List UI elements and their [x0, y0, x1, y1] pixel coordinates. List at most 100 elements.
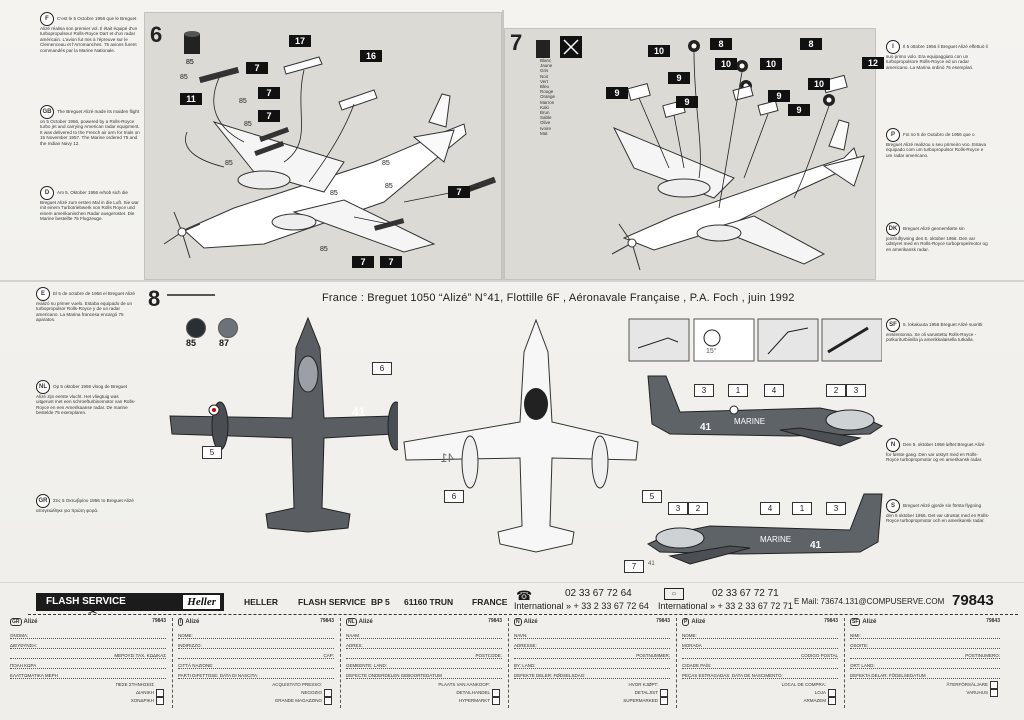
field-label: INDIRIZZO: — [178, 643, 202, 648]
lang-tag: N — [514, 618, 522, 626]
form-field[interactable]: NIMI: — [850, 630, 1000, 639]
form-field[interactable]: DEFEKTE DELER: FØDSELSDAG: — [514, 670, 670, 679]
form-field[interactable]: DEFEKTA DELAR: FÖDELSEDATUM — [850, 670, 1000, 679]
form-title: Alizé — [23, 619, 38, 625]
checkbox[interactable] — [660, 697, 668, 705]
form-field[interactable]: CODIGO POSTAL — [682, 650, 838, 659]
form-field[interactable]: ADRES: — [346, 640, 502, 649]
checkbox[interactable] — [828, 689, 836, 697]
color-name: Rouge — [540, 89, 554, 95]
form-field[interactable]: INDIRIZZO: — [178, 640, 334, 649]
paint-code: 85 — [186, 338, 197, 348]
lang-tag-gb: GB — [40, 105, 54, 119]
checkbox[interactable] — [156, 689, 164, 697]
form-field[interactable]: CITTÀ NAZIONE: — [178, 660, 334, 669]
text-gr: Στις 5 Οκτωβρίου 1956 το Breguet Alizé α… — [36, 498, 134, 513]
form-field[interactable]: ΜΕΡΟΥΣΙ ΤΑΧ. ΚΩΔΙΚΑΣ — [10, 650, 166, 659]
field-label: ΔΙΕΥΘΥΝΣΗ: — [10, 643, 37, 648]
form-field[interactable]: NOME: — [682, 630, 838, 639]
checkbox[interactable] — [660, 689, 668, 697]
paint-code: 87 — [219, 338, 230, 348]
form-field[interactable]: BY: LAND: — [514, 660, 670, 669]
field-label: CODIGO POSTAL — [801, 653, 838, 658]
form-field[interactable]: ΔΙΕΥΘΥΝΣΗ: — [10, 640, 166, 649]
step-number: 7 — [510, 30, 523, 55]
field-label: POSTCODE: — [475, 653, 502, 658]
checkbox[interactable] — [990, 689, 998, 697]
form-field[interactable]: ADRESSE: — [514, 640, 670, 649]
checkbox[interactable] — [156, 697, 164, 705]
form-title: Alizé — [523, 619, 538, 625]
checkbox[interactable] — [492, 689, 500, 697]
decal-number: 6 — [372, 362, 392, 375]
form-field[interactable]: ΕΛΑΤΤΩΜΑΤΙΚΑ ΜΕΡΗ — [10, 670, 166, 679]
color-name: Jaune — [540, 63, 553, 69]
form-field[interactable]: ΠΟΛΗ ΚΩΡΑ — [10, 660, 166, 669]
form-field[interactable]: NAAM — [346, 630, 502, 639]
part-number: 9 — [676, 96, 698, 108]
marking-41: 41 — [810, 540, 822, 551]
form-ref: 79843 — [656, 618, 670, 624]
check-label: ARMAZEM — [803, 698, 827, 703]
form-field[interactable]: PEÇAS ESTRAGADAS: DATA DE NASCIMENTO: — [682, 670, 838, 679]
color-name: Bleu — [540, 84, 550, 90]
form-field[interactable]: MORADA — [682, 640, 838, 649]
color-name: Vert — [540, 78, 549, 84]
checkbox[interactable] — [492, 697, 500, 705]
form-field[interactable]: PARTI DIFETTOSE: DATA DI NASCITA: — [178, 670, 334, 679]
form-field[interactable]: OSOITE: — [850, 640, 1000, 649]
top-view-drawing: 41 — [169, 316, 398, 533]
phone-icon: ☎ — [516, 588, 533, 603]
checkbox[interactable] — [990, 681, 998, 689]
form-field[interactable]: CIDADE PAÍS: — [682, 660, 838, 669]
field-label: CITTÀ NAZIONE: — [178, 663, 214, 668]
checkbox[interactable] — [324, 697, 332, 705]
fax-international[interactable]: International » + 33 2 33 67 72 71 — [658, 601, 793, 611]
city: 61160 TRUN — [404, 597, 454, 607]
field-label: OSOITE: — [850, 643, 869, 648]
form-field[interactable]: NAVN: — [514, 630, 670, 639]
color-name: Blanc — [540, 58, 552, 63]
field-label: ADRESSE: — [514, 643, 537, 648]
phone-number[interactable]: 02 33 67 72 64 — [565, 588, 632, 599]
form-field[interactable]: DEFECTE ONDERDELEN GEBOORTEDATUM — [346, 670, 502, 679]
checkbox[interactable] — [828, 697, 836, 705]
part-number: 7 — [380, 256, 402, 268]
part-number: 11 — [180, 93, 202, 105]
form-field[interactable]: POSTCODE: — [346, 650, 502, 659]
color-name: Sable — [540, 115, 552, 121]
step-number: 8 — [148, 286, 161, 311]
service-name: FLASH SERVICE — [298, 597, 366, 607]
form-field[interactable]: GEMEENTE: LAND: — [346, 660, 502, 669]
text-e: El 5 de octubre de 1956 el Breguet Alizé… — [36, 291, 135, 323]
fax-number[interactable]: 02 33 67 72 71 — [712, 588, 779, 599]
email-address[interactable]: E Mail: 73674.131@COMPUSERVE.COM — [794, 597, 945, 606]
step-number: 6 — [150, 22, 163, 47]
field-label: CAP: — [323, 653, 334, 658]
form-field[interactable]: ΟΝΟΜΑ: — [10, 630, 166, 639]
part-number: 16 — [360, 50, 382, 62]
form-field[interactable]: POSTINUMERO: — [850, 650, 1000, 659]
lang-tag: GR — [10, 618, 22, 626]
form-field[interactable]: ORT: LAND: — [850, 660, 1000, 669]
angle-label: 15° — [706, 348, 717, 355]
paint-ref: 85 — [382, 160, 390, 167]
color-legend: Blanc Jaune Gris Noir Vert Bleu Rouge Or… — [540, 58, 590, 136]
part-number: 7 — [246, 62, 268, 74]
form-field[interactable]: NOME: — [178, 630, 334, 639]
phone-international[interactable]: International » + 33 2 33 67 72 64 — [514, 601, 649, 611]
form-field[interactable]: POSTNUMMER: — [514, 650, 670, 659]
text-nl: Op 5 oktober 1956 vloog de Breguet Alizé… — [36, 384, 136, 416]
form-field[interactable]: CAP: — [178, 650, 334, 659]
decal-number: 6 — [444, 490, 464, 503]
checkbox[interactable] — [324, 689, 332, 697]
